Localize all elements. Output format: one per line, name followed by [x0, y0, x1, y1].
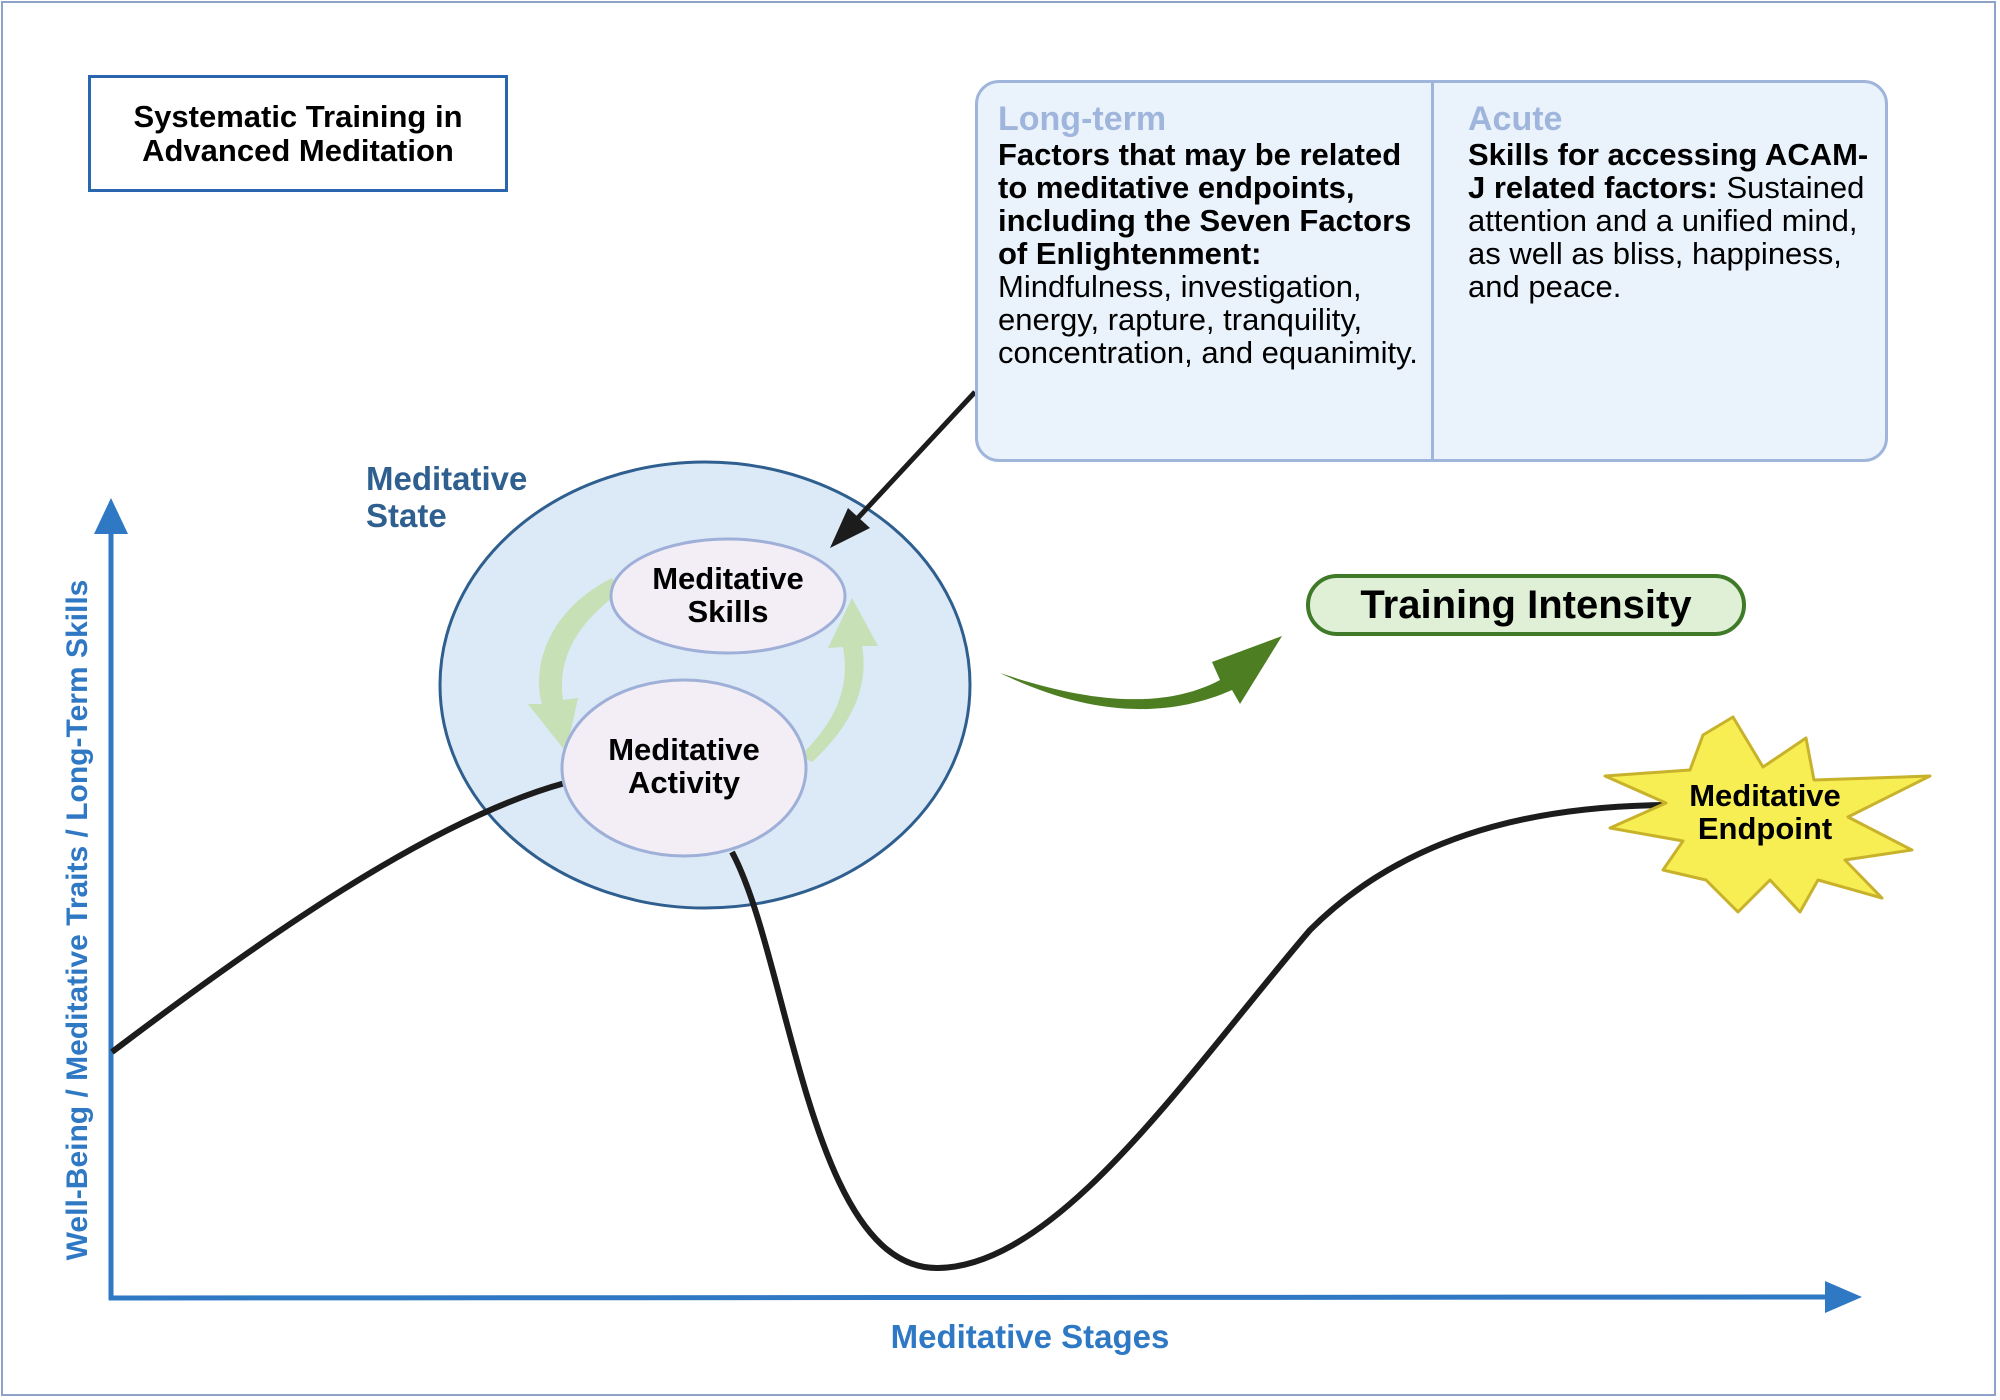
meditative-skills-label: Meditative Skills: [652, 561, 804, 629]
pointer-arrowhead: [830, 508, 870, 548]
acute-heading: Acute: [1468, 100, 1563, 138]
x-axis-arrowhead: [1825, 1281, 1862, 1313]
y-axis-arrowhead: [94, 498, 128, 534]
pointer-arrow-line: [854, 390, 977, 522]
meditative-skills-ellipse: [609, 537, 847, 655]
wellbeing-curve: [110, 780, 566, 1055]
long-term-bold-text: Factors that may be related to meditativ…: [998, 137, 1412, 271]
meditative-activity-ellipse: [560, 678, 808, 858]
cycle-arrow-down: [528, 578, 620, 752]
diagram-title-box: Systematic Training in Advanced Meditati…: [88, 75, 508, 192]
meditative-endpoint-label: Meditative Endpoint: [1689, 778, 1841, 846]
info-panel-divider: [1431, 80, 1434, 462]
cycle-arrow-up: [800, 598, 878, 762]
training-intensity-label: Training Intensity: [1360, 582, 1692, 627]
diagram-title: Systematic Training in Advanced Meditati…: [133, 98, 463, 168]
meditative-state-label: Meditative State: [366, 460, 528, 534]
y-axis-label: Well-Being / Meditative Traits / Long-Te…: [61, 579, 94, 1261]
endpoint-starburst: [1603, 715, 1932, 914]
acute-text: Sustained attention and a unified mind, …: [1468, 170, 1865, 304]
long-term-heading: Long-term: [998, 100, 1167, 138]
x-axis-label: Meditative Stages: [890, 1318, 1170, 1355]
meditative-activity-label: Meditative Activity: [608, 732, 760, 800]
info-acute-column: Acute Skills for accessing ACAM-J relate…: [1468, 100, 1878, 303]
training-intensity-box: Training Intensity: [1306, 574, 1746, 636]
training-intensity-arrow: [1000, 636, 1282, 710]
acute-bold-text: Skills for accessing ACAM-J related fact…: [1468, 137, 1869, 205]
wellbeing-curve-dip: [729, 802, 1666, 1272]
info-long-term-column: Long-term Factors that may be related to…: [998, 100, 1418, 369]
long-term-text: Mindfulness, investigation, energy, rapt…: [998, 269, 1418, 370]
x-axis-line: [108, 1294, 1831, 1301]
y-axis-label-wrap: Well-Being / Meditative Traits / Long-Te…: [56, 545, 100, 1295]
